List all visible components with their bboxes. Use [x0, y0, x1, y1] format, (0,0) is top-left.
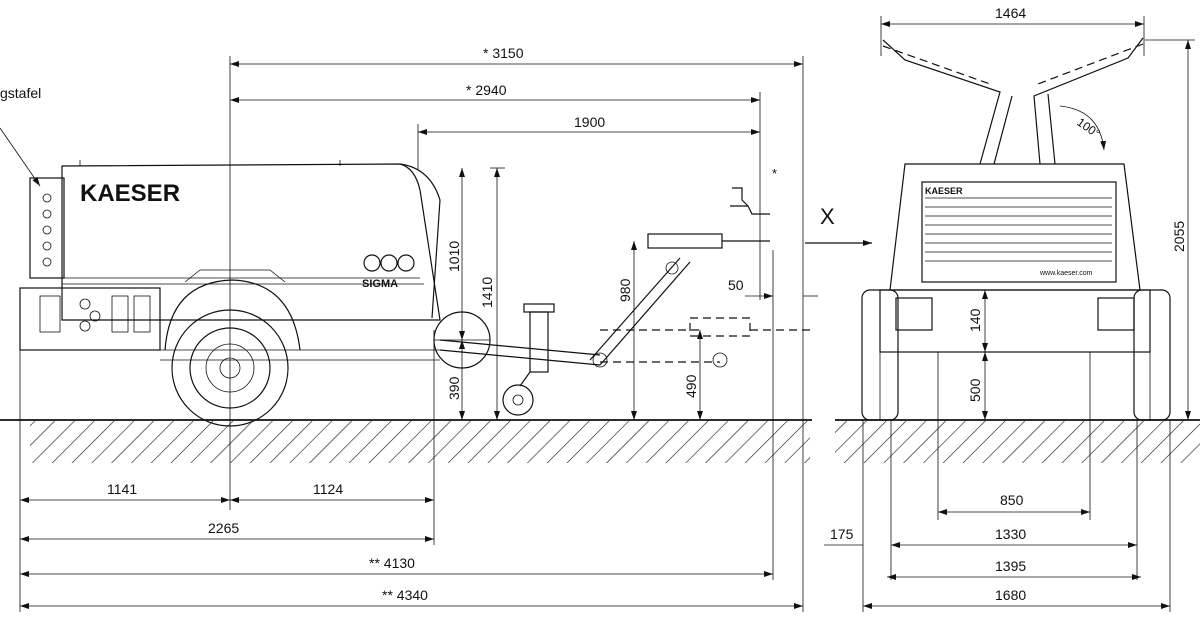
website-label: www.kaeser.com	[1039, 270, 1093, 277]
dim-1395: 1395	[995, 558, 1026, 574]
dim-2940: * 2940	[466, 82, 507, 98]
dim-2265: 2265	[208, 520, 239, 536]
model-label: SIGMA	[362, 278, 398, 290]
dim-980: 980	[617, 278, 633, 302]
tow-note-mark: *	[772, 166, 777, 181]
side-dimension-lines	[19, 56, 872, 612]
dim-1124: 1124	[313, 481, 343, 497]
dim-850: 850	[1000, 492, 1024, 508]
dim-1010: 1010	[446, 241, 462, 272]
dim-4340: ** 4340	[382, 587, 428, 603]
sigma-gear-icon	[363, 254, 415, 272]
plate-label: gstafel	[0, 85, 41, 101]
dim-50: 50	[728, 277, 744, 293]
front-view-compressor	[861, 37, 1171, 421]
dim-2055: 2055	[1171, 221, 1187, 252]
front-dimension-lines	[824, 16, 1195, 612]
dim-490: 490	[683, 374, 699, 398]
dim-1900: 1900	[574, 114, 605, 130]
brand-logo: KAESER	[80, 180, 180, 207]
dim-390: 390	[446, 376, 462, 400]
dim-175: 175	[830, 526, 854, 542]
ground-front-view	[835, 419, 1200, 463]
dim-1680: 1680	[995, 587, 1026, 603]
front-brand-logo: KAESER	[925, 186, 963, 196]
dim-angle-100: 100°	[1074, 115, 1103, 141]
dim-140: 140	[967, 308, 983, 332]
dim-3150: * 3150	[483, 45, 524, 61]
dim-1141: 1141	[107, 481, 137, 497]
ground-side-view	[0, 419, 812, 463]
view-marker-x: X	[820, 204, 835, 229]
dim-1410: 1410	[479, 277, 495, 308]
dim-4130: ** 4130	[369, 555, 415, 571]
dim-1330: 1330	[995, 526, 1026, 542]
dim-1464: 1464	[995, 5, 1026, 21]
dim-500: 500	[967, 378, 983, 402]
